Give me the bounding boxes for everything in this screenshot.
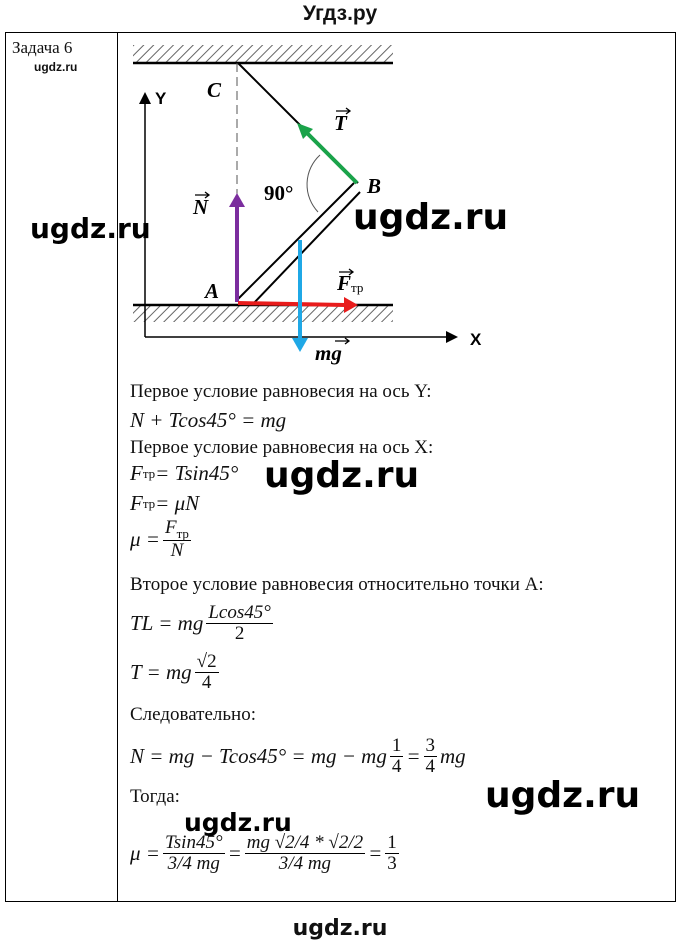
eq-part: 1: [385, 832, 399, 854]
point-b-label: B: [366, 174, 381, 198]
solution-line: Следовательно:: [130, 704, 256, 725]
ceiling-hatch: [133, 45, 393, 63]
point-c-label: C: [207, 78, 222, 102]
solution-line: Тогда:: [130, 786, 180, 807]
eq-part: 3/4 mg: [167, 852, 220, 874]
point-a-label: A: [203, 279, 219, 303]
eq-part: N = mg − Tcos45° = mg − mg: [130, 743, 387, 768]
eq-part: √2: [194, 651, 219, 673]
footer-site: ugdz.ru: [292, 916, 388, 941]
force-diagram: Y X C B A 90° T N F тр mg: [133, 45, 482, 365]
eq-part: F: [164, 517, 177, 538]
tension-arrow: [303, 129, 359, 185]
column-divider: [117, 32, 118, 901]
watermark: ugdz.ru: [353, 197, 509, 238]
eq-part: N: [170, 540, 184, 562]
eq-part: μ =: [130, 840, 160, 865]
friction-label: F: [336, 271, 351, 295]
watermark: ugdz.ru: [485, 775, 641, 816]
eq-part: mg √2/4 * √2/2: [244, 832, 366, 854]
eq-part: =: [368, 840, 383, 865]
rod-edge: [236, 182, 355, 301]
eq-part: = Tsin45°: [155, 461, 239, 485]
task-label: Задача 6: [12, 38, 73, 57]
eq-sub: тр: [176, 525, 189, 541]
friction-arrow: [237, 301, 346, 307]
normal-label: N: [192, 195, 209, 219]
eq-part: F: [130, 491, 143, 515]
friction-subscript: тр: [351, 280, 363, 295]
watermark: ugdz.ru: [184, 808, 292, 837]
eq-part: TL = mg: [130, 610, 204, 635]
solution-line: Второе условие равновесия относительно т…: [130, 574, 544, 595]
eq-part: 1: [389, 735, 404, 757]
eq-sub: тр: [142, 495, 156, 511]
rod-edge: [251, 191, 361, 306]
eq-part: mg: [440, 743, 466, 768]
eq-part: 4: [425, 755, 436, 777]
eq-part: 4: [391, 755, 402, 777]
eq-part: =: [227, 840, 242, 865]
eq-part: 3: [387, 852, 397, 874]
angle-arc: [306, 154, 321, 213]
eq-part: T = mg: [130, 659, 192, 684]
eq-part: μ =: [130, 527, 160, 552]
site-label: ugdz.ru: [34, 60, 78, 74]
eq-part: =: [406, 743, 421, 768]
equation: N + Tcos45° = mg: [130, 408, 287, 432]
watermark: ugdz.ru: [30, 212, 151, 245]
gravity-label: mg: [315, 341, 342, 365]
tension-label: T: [334, 111, 348, 135]
eq-sub: тр: [142, 465, 156, 481]
eq-part: 4: [201, 671, 212, 693]
task-table: [5, 32, 676, 902]
watermark: ugdz.ru: [264, 455, 420, 496]
solution-line: Первое условие равновесия на ось Y:: [130, 381, 432, 402]
angle-label: 90°: [264, 181, 293, 205]
eq-part: 3: [423, 735, 438, 757]
eq-part: Lcos45°: [206, 602, 273, 624]
eq-part: 3/4 mg: [278, 852, 332, 874]
floor-hatch: [133, 305, 393, 322]
solution-line: Первое условие равновесия на ось X:: [130, 437, 434, 458]
x-axis-label: X: [470, 330, 482, 349]
y-axis-label: Y: [155, 89, 167, 108]
eq-part: = μN: [155, 491, 200, 515]
page-title: Угдз.ру: [302, 2, 378, 25]
eq-part: 2: [234, 622, 245, 644]
eq-part: Tsin45°: [162, 832, 225, 854]
eq-part: F: [130, 461, 143, 485]
